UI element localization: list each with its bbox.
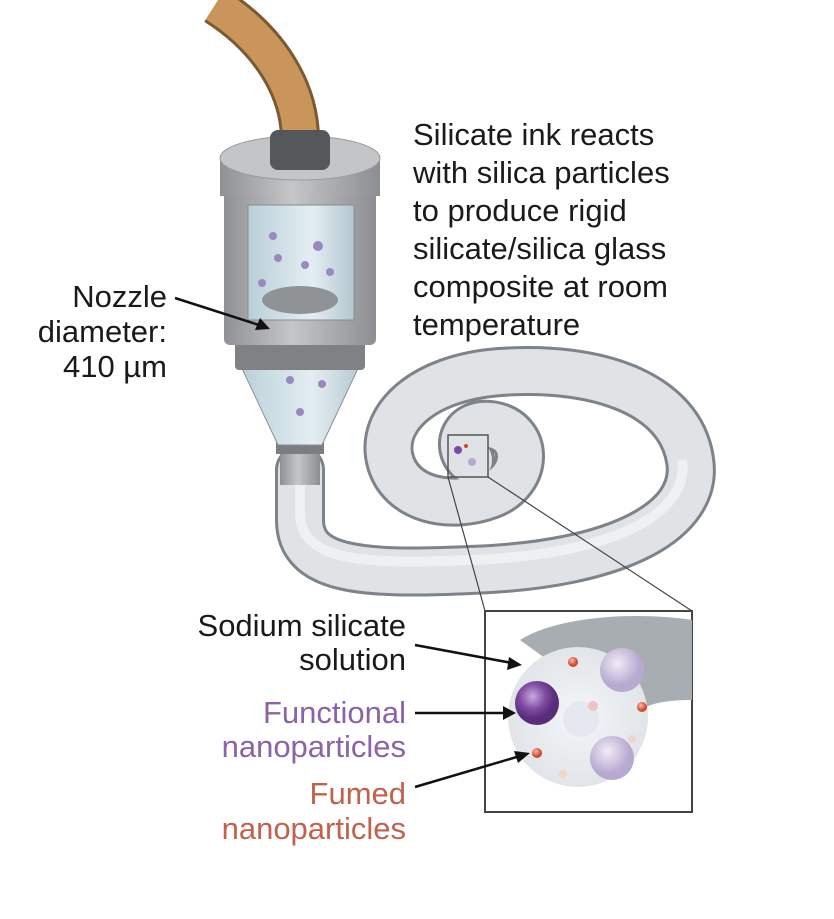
label-line: Sodium silicate <box>197 608 406 643</box>
label-line: solution <box>299 642 406 677</box>
printed-filament <box>275 346 716 597</box>
description-line: with silica particles <box>413 155 670 190</box>
nozzle-arrow <box>174 296 263 328</box>
label-fumed-nanoparticles: Fumed nanoparticles <box>222 776 406 846</box>
label-line: nanoparticles <box>221 811 406 846</box>
zoom-marker <box>447 434 489 478</box>
nozzle <box>219 130 381 485</box>
description-line: to produce rigid <box>413 193 627 228</box>
label-functional-nanoparticles: Functional nanoparticles <box>222 696 406 764</box>
description-line: Silicate ink reacts <box>413 117 655 152</box>
description-line: composite at room <box>413 269 668 304</box>
component-arrows <box>414 643 530 789</box>
label-line: nanoparticles <box>221 729 406 764</box>
label-line: Functional <box>262 695 406 730</box>
cross-section-inset <box>484 610 693 813</box>
nozzle-label-line: diameter: <box>37 314 167 349</box>
label-line: Fumed <box>309 776 406 811</box>
nozzle-label-line: 410 µm <box>62 349 167 384</box>
description-line: temperature <box>413 307 581 342</box>
label-sodium-silicate: Sodium silicate solution <box>198 609 406 677</box>
description-line: silicate/silica glass <box>413 231 667 266</box>
nozzle-label: Nozzle diameter: 410 µm <box>38 279 167 384</box>
description-text: Silicate ink reacts with silica particle… <box>413 116 670 344</box>
nozzle-label-line: Nozzle <box>72 279 167 314</box>
